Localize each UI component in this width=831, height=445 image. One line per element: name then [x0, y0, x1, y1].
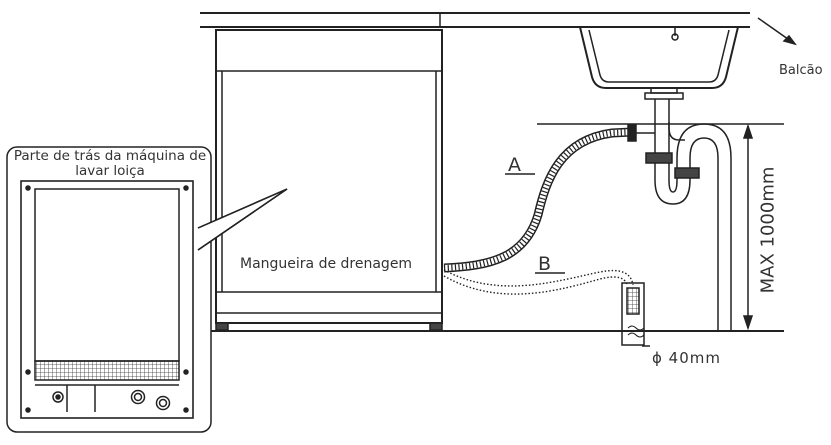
hose-b-label: B	[538, 253, 552, 275]
counter-label: Balcão	[779, 63, 823, 78]
trap-pipe	[645, 122, 732, 330]
max-height-label: MAX 1000mm	[757, 166, 779, 294]
sink	[579, 26, 739, 89]
back-view-label: Parte de trás da máquina de lavar loiça	[13, 148, 207, 179]
dimension-arrow	[742, 123, 754, 331]
drain-hose-label: Mangueira de drenagem	[240, 256, 413, 272]
sink-drain-pipe	[644, 87, 684, 134]
counter-arrow	[757, 17, 797, 46]
dishwasher	[215, 29, 443, 331]
drain-hose-a	[443, 124, 655, 273]
hose-a-label: A	[508, 154, 521, 176]
diameter-label: ϕ 40mm	[652, 349, 721, 367]
dishwasher-back-view	[20, 180, 194, 419]
countertop	[200, 12, 750, 28]
drain-hose-b	[443, 269, 634, 295]
standpipe	[621, 282, 645, 346]
